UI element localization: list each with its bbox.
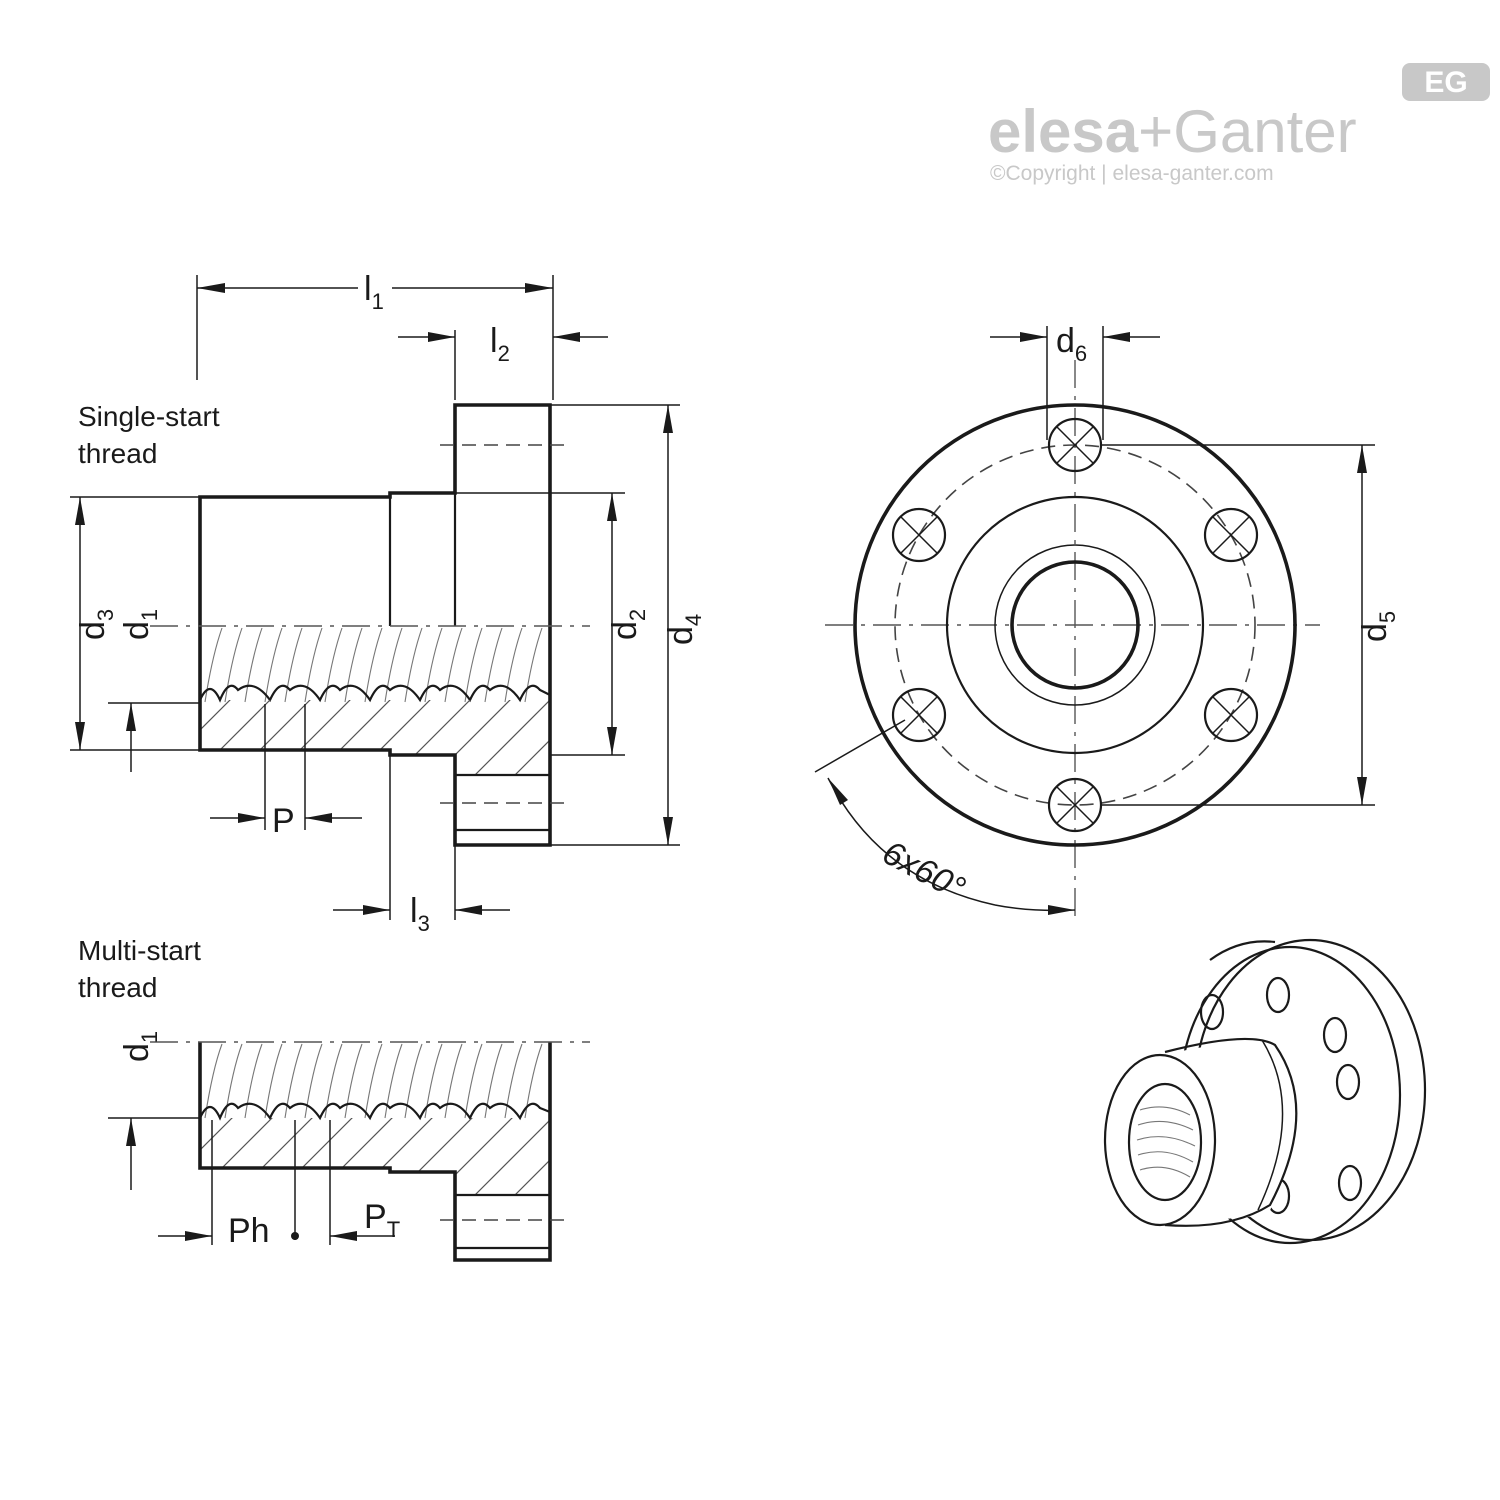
thread-profile-single xyxy=(198,684,551,703)
brand-right: Ganter xyxy=(1173,98,1356,165)
dim-l2: l2 xyxy=(398,322,608,366)
label-pt: PT xyxy=(364,1198,400,1242)
mounting-hole xyxy=(1047,777,1103,833)
dim-d2: d2 xyxy=(606,493,650,755)
logo-badge-text: EG xyxy=(1424,66,1467,99)
side-view-single: l1 l2 d3 d1 d2 xyxy=(70,270,706,936)
caption-multi-start-2: thread xyxy=(78,972,157,1003)
chamfer-circle xyxy=(994,544,1156,706)
label-d6: d6 xyxy=(1056,322,1087,366)
iso-bore-thread xyxy=(1136,1106,1196,1178)
mounting-hole xyxy=(1203,687,1259,743)
label-d3: d3 xyxy=(74,609,118,640)
label-d2: d2 xyxy=(606,609,650,640)
iso-body-front xyxy=(1103,1053,1217,1227)
iso-flange-edge xyxy=(1209,940,1276,961)
mounting-holes xyxy=(891,417,1259,833)
logo-wordmark: elesa+Ganter xyxy=(988,98,1357,165)
label-l2: l2 xyxy=(490,322,510,366)
dim-pt: PT xyxy=(330,1198,400,1242)
nut-outline-multi xyxy=(198,1042,552,1262)
thread-profile-multi xyxy=(198,1102,551,1121)
hatching-multi xyxy=(200,1118,550,1195)
iso-shoulder xyxy=(1257,1039,1284,1211)
dim-d1-multi: d1 xyxy=(118,1031,162,1190)
isometric-view xyxy=(1103,938,1427,1245)
flange-outer-circle xyxy=(853,403,1297,847)
iso-body xyxy=(1164,1037,1298,1227)
logo-badge xyxy=(1402,63,1490,101)
thread-zone-single xyxy=(204,627,543,703)
dim-d5: d5 xyxy=(1356,445,1400,805)
dim-l1: l1 xyxy=(197,270,553,314)
mounting-hole xyxy=(891,507,947,563)
label-ph: Ph xyxy=(228,1212,270,1250)
mounting-hole xyxy=(1203,507,1259,563)
label-d1: d1 xyxy=(118,609,162,640)
caption-multi-start-1: Multi-start xyxy=(78,935,201,966)
brand-plus: + xyxy=(1138,98,1173,165)
mounting-hole xyxy=(891,687,947,743)
hatching-single xyxy=(200,700,550,775)
body-circle xyxy=(945,495,1205,755)
side-view-multi: d1 Ph PT xyxy=(108,1031,590,1262)
caption-single-start-1: Single-start xyxy=(78,401,220,432)
label-d5: d5 xyxy=(1356,611,1400,642)
caption-single-start-2: thread xyxy=(78,438,157,469)
logo: EG elesa+Ganter ©Copyright | elesa-gante… xyxy=(988,63,1490,185)
dim-l3: l3 xyxy=(333,892,510,936)
logo-copyright: ©Copyright | elesa-ganter.com xyxy=(990,162,1274,185)
label-angle: 6x60° xyxy=(876,834,971,909)
thread-zone-multi xyxy=(204,1043,543,1119)
iso-bore xyxy=(1127,1082,1203,1202)
brand-left: elesa xyxy=(988,98,1139,165)
dim-ph: Ph xyxy=(158,1212,299,1250)
dim-d6: d6 xyxy=(990,322,1160,366)
front-view: d6 d5 6x60° xyxy=(814,322,1400,920)
dim-d1: d1 xyxy=(118,609,162,772)
dim-d4: d4 xyxy=(662,405,706,845)
label-l1: l1 xyxy=(364,270,384,314)
label-d4: d4 xyxy=(662,614,706,645)
label-l3: l3 xyxy=(410,892,430,936)
dim-d3: d3 xyxy=(74,497,118,750)
nut-outline-single xyxy=(198,403,552,847)
dim-p: P xyxy=(210,802,362,840)
bore-circle xyxy=(1010,560,1140,690)
label-d1-multi: d1 xyxy=(118,1031,162,1062)
label-p: P xyxy=(272,802,295,840)
